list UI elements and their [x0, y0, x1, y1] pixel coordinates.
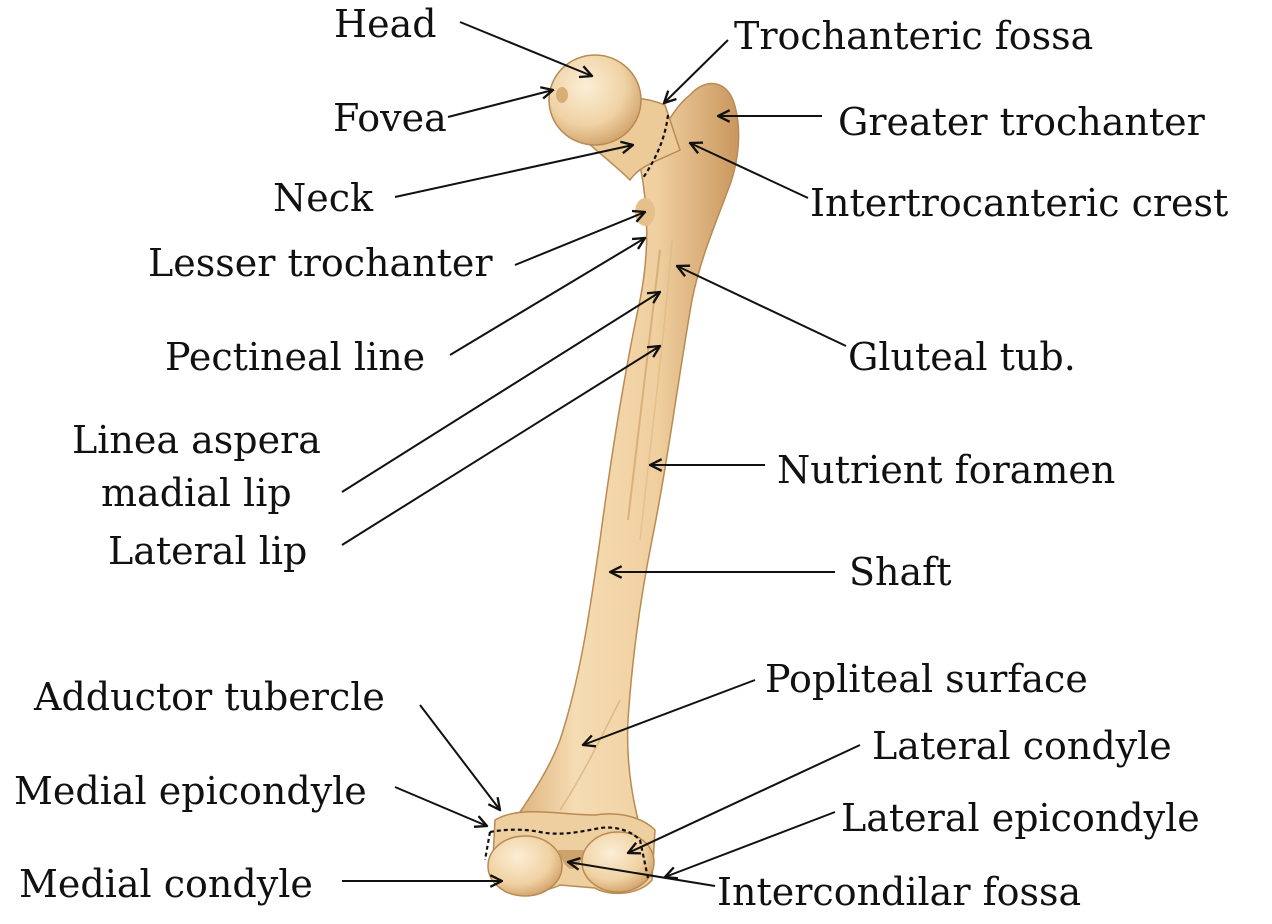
femur-head	[548, 54, 642, 146]
arrow-fovea	[447, 90, 553, 118]
label-shaft: Shaft	[849, 550, 952, 594]
arrow-lesser-trochanter	[514, 212, 645, 266]
label-trochanteric-fossa: Trochanteric fossa	[734, 14, 1094, 58]
label-gluteal-tub: Gluteal tub.	[848, 335, 1076, 379]
femur-shaft	[503, 82, 740, 836]
lateral-condyle-shape	[581, 831, 655, 893]
label-pectineal-line: Pectineal line	[165, 335, 426, 379]
arrow-head	[459, 21, 592, 76]
trochanteric-dashed-line	[642, 114, 670, 179]
arrow-lateral-epicondyle	[665, 811, 836, 877]
label-adductor-tubercle: Adductor tubercle	[34, 675, 385, 719]
label-linea-aspera: Linea aspera	[72, 418, 321, 462]
label-lateral-epicondyle: Lateral epicondyle	[841, 796, 1200, 840]
arrow-trochanteric-fossa	[664, 39, 729, 103]
arrow-lateral-condyle	[628, 744, 861, 853]
arrow-neck	[394, 145, 633, 198]
label-lateral-condyle: Lateral condyle	[872, 724, 1172, 768]
arrow-intercondylar-fossa	[568, 862, 716, 887]
arrow-intertrochanteric-crest	[690, 143, 809, 199]
arrow-adductor-tubercle	[419, 704, 500, 810]
label-fovea: Fovea	[333, 96, 447, 140]
arrow-lateral-lip	[341, 346, 660, 546]
arrow-popliteal-surface	[583, 679, 756, 745]
label-head: Head	[334, 2, 437, 46]
label-medial-condyle: Medial condyle	[19, 862, 313, 906]
label-intertrochanteric-crest: Intertrocanteric crest	[810, 181, 1229, 225]
label-intercondylar-fossa: Intercondilar fossa	[717, 870, 1082, 914]
label-lesser-trochanter: Lesser trochanter	[148, 241, 493, 285]
label-medial-lip: madial lip	[101, 471, 292, 515]
arrow-linea-aspera-medial	[341, 292, 660, 493]
label-medial-epicondyle: Medial epicondyle	[14, 769, 367, 813]
label-nutrient-foramen: Nutrient foramen	[777, 448, 1116, 492]
femur-bone	[483, 54, 740, 897]
leader-lines	[341, 21, 861, 887]
arrow-pectineal-line	[449, 238, 645, 356]
label-neck: Neck	[273, 176, 374, 220]
label-popliteal-surface: Popliteal surface	[765, 657, 1088, 701]
medial-condyle-shape	[487, 835, 563, 897]
condylar-dashed-line	[489, 826, 650, 879]
label-lateral-lip: Lateral lip	[108, 529, 308, 573]
arrow-medial-epicondyle	[394, 786, 487, 826]
label-greater-trochanter: Greater trochanter	[838, 100, 1205, 144]
fovea-mark	[556, 87, 568, 103]
arrow-gluteal-tub	[677, 266, 847, 347]
